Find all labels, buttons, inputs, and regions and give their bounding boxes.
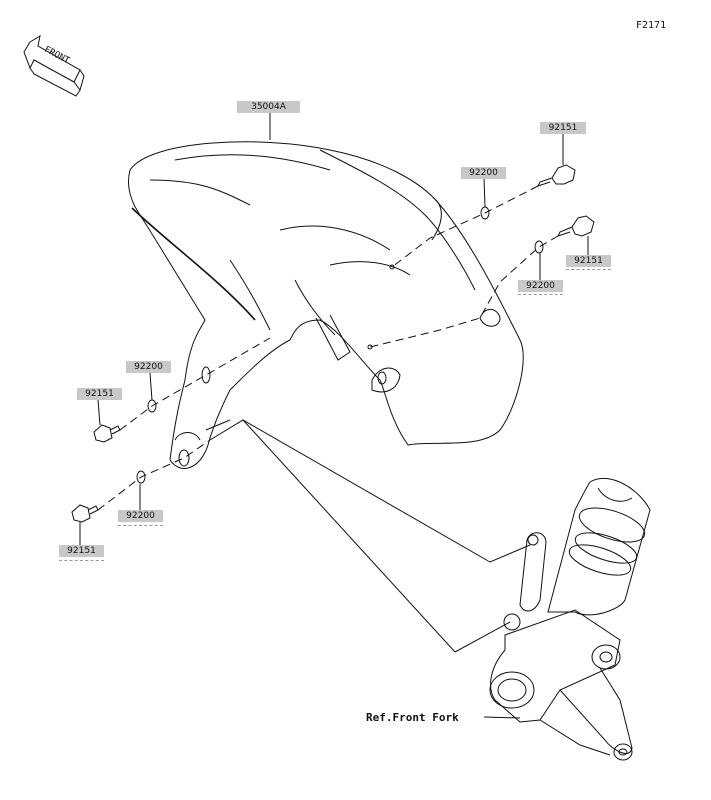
- dashed-underline: [118, 525, 163, 526]
- part-number-fender: 35004A: [237, 101, 300, 113]
- front-arrow-icon: FRONT: [23, 34, 85, 97]
- assembly-dashed-lines: [97, 185, 559, 511]
- bolt-top: [537, 164, 576, 187]
- washer-right: [534, 240, 544, 254]
- reference-label: Ref.Front Fork: [366, 711, 459, 724]
- leader-lines: [79, 113, 589, 545]
- bolt-right: [557, 215, 595, 237]
- part-number-bolt-left-lower: 92151: [59, 545, 104, 557]
- part-number-washer-right: 92200: [518, 280, 563, 292]
- part-number-washer-top: 92200: [461, 167, 506, 179]
- front-fender: [127, 141, 524, 469]
- bolt-left-upper: [93, 424, 121, 443]
- part-number-bolt-right: 92151: [566, 255, 611, 267]
- part-number-bolt-left-upper: 92151: [77, 388, 122, 400]
- reference-lines: [205, 419, 531, 653]
- dashed-underline: [566, 269, 611, 270]
- bolt-left-lower: [71, 504, 99, 523]
- figure-code: F2171: [636, 20, 667, 31]
- part-number-washer-left-lower: 92200: [118, 510, 163, 522]
- part-number-bolt-top: 92151: [540, 122, 586, 134]
- dashed-underline: [59, 560, 104, 561]
- part-number-washer-left-upper: 92200: [126, 361, 171, 373]
- dashed-underline: [518, 294, 563, 295]
- front-fork: [483, 477, 651, 761]
